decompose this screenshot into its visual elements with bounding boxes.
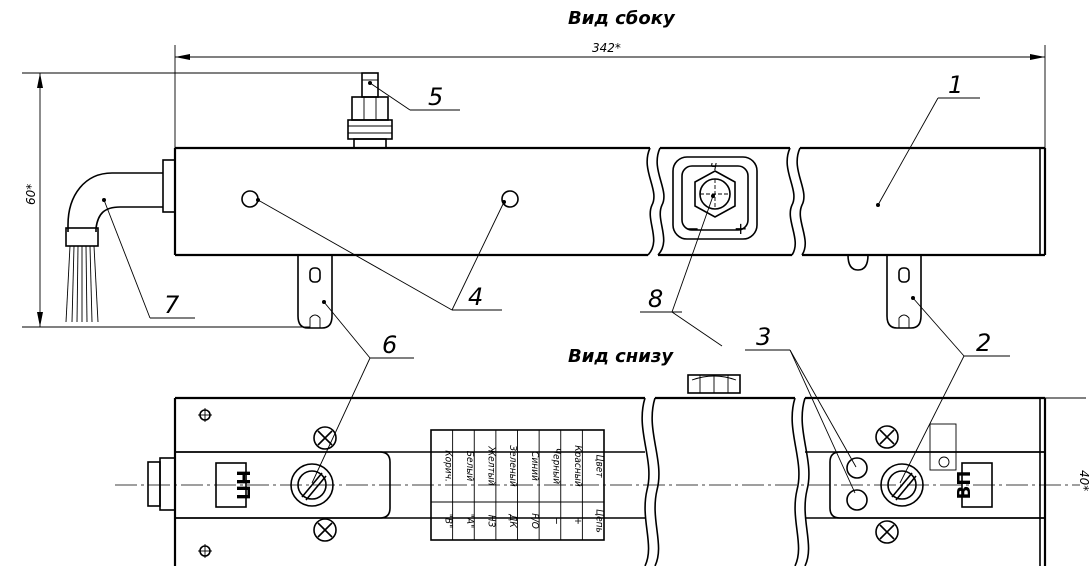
height-dimension: 60* — [22, 72, 372, 328]
end-label-right: ВП — [954, 471, 975, 500]
crossed-screws — [313, 425, 899, 544]
table-header-color: Цвет — [594, 454, 605, 478]
side-view: ч − + — [65, 72, 1047, 329]
table-cell-color: Желтый — [486, 445, 497, 485]
terminal-mark-plus: + — [734, 219, 747, 238]
callout-1: 1 — [948, 71, 963, 99]
table-cell-color: Белый — [464, 451, 475, 482]
bottom-view: НП ВП 40* — [115, 374, 1090, 566]
callout-2: 2 — [976, 329, 991, 357]
bottom-view-title: Вид снизу — [568, 346, 674, 367]
end-label-left: НП — [232, 470, 253, 500]
callout-8: 8 — [648, 285, 663, 313]
table-cell-circuit: "А" — [464, 514, 475, 528]
table-cell-color: Зеленый — [507, 445, 518, 487]
table-cell-color: Черный — [550, 448, 561, 484]
terminal-mark-ch: ч — [710, 159, 717, 173]
callout-7: 7 — [164, 291, 180, 319]
table-cell-circuit: Р/О — [529, 513, 540, 529]
table-cell-circuit: НЗ — [486, 515, 497, 528]
length-dimension: 342* — [174, 41, 1046, 148]
length-dimension-text: 342* — [592, 41, 621, 55]
callout-3: 3 — [756, 323, 771, 351]
partial-dimension-text: 40* — [1077, 470, 1090, 491]
cable-wires — [65, 245, 99, 323]
table-cell-color: Красный — [572, 445, 583, 487]
callouts: 1 5 4 7 8 6 2 — [102, 71, 1010, 494]
callout-4: 4 — [468, 283, 483, 311]
height-dimension-text: 60* — [24, 184, 38, 205]
terminal-mark-minus: − — [686, 219, 699, 238]
callout-6: 6 — [382, 331, 397, 359]
table-cell-circuit: ДК — [507, 513, 518, 528]
side-view-title: Вид сбоку — [568, 8, 676, 29]
table-cell-color: Синий — [529, 451, 540, 481]
callout-5: 5 — [428, 83, 443, 111]
table-cell-color: Корич. — [442, 450, 453, 482]
table-header-circuit: Цепь — [594, 509, 605, 533]
table-cell-circuit: "В" — [442, 514, 453, 528]
table-cell-circuit: − — [550, 517, 561, 525]
table-cell-circuit: + — [572, 517, 583, 525]
